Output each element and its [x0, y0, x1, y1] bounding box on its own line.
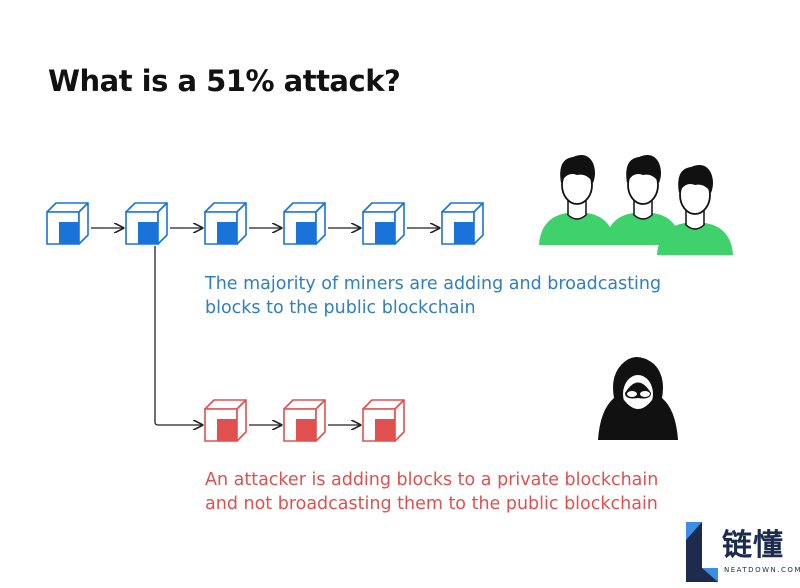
- public-block: [204, 202, 247, 245]
- public-chain: [46, 202, 484, 245]
- public-block: [125, 202, 168, 245]
- miner-icon: [539, 155, 615, 245]
- logo-chinese-text: 链懂: [722, 528, 784, 563]
- miners-group: [539, 155, 733, 255]
- neatdown-logo: 链懂 NEATDOWN.COM: [684, 520, 800, 584]
- logo-l-icon: [686, 522, 718, 582]
- private-caption-line-1: An attacker is adding blocks to a privat…: [205, 470, 659, 490]
- public-chain-caption: The majority of miners are adding and br…: [205, 272, 661, 320]
- private-caption-line-2: and not broadcasting them to the public …: [205, 494, 658, 514]
- private-block: [362, 399, 405, 442]
- page-title: What is a 51% attack?: [48, 64, 401, 98]
- public-block: [441, 202, 484, 245]
- public-caption-line-1: The majority of miners are adding and br…: [205, 274, 662, 294]
- fork-connector: [154, 246, 202, 425]
- fork-arrow: [154, 246, 202, 425]
- logo-english-text: NEATDOWN.COM: [724, 566, 800, 574]
- private-block: [204, 399, 247, 442]
- private-block: [283, 399, 326, 442]
- miner-icon: [605, 155, 681, 245]
- public-block: [283, 202, 326, 245]
- public-block: [362, 202, 405, 245]
- public-caption-line-2: blocks to the public blockchain: [205, 298, 476, 318]
- public-block: [46, 202, 89, 245]
- private-chain-caption: An attacker is adding blocks to a privat…: [205, 468, 658, 516]
- private-chain: [204, 399, 405, 442]
- hooded-attacker-icon: [598, 357, 678, 440]
